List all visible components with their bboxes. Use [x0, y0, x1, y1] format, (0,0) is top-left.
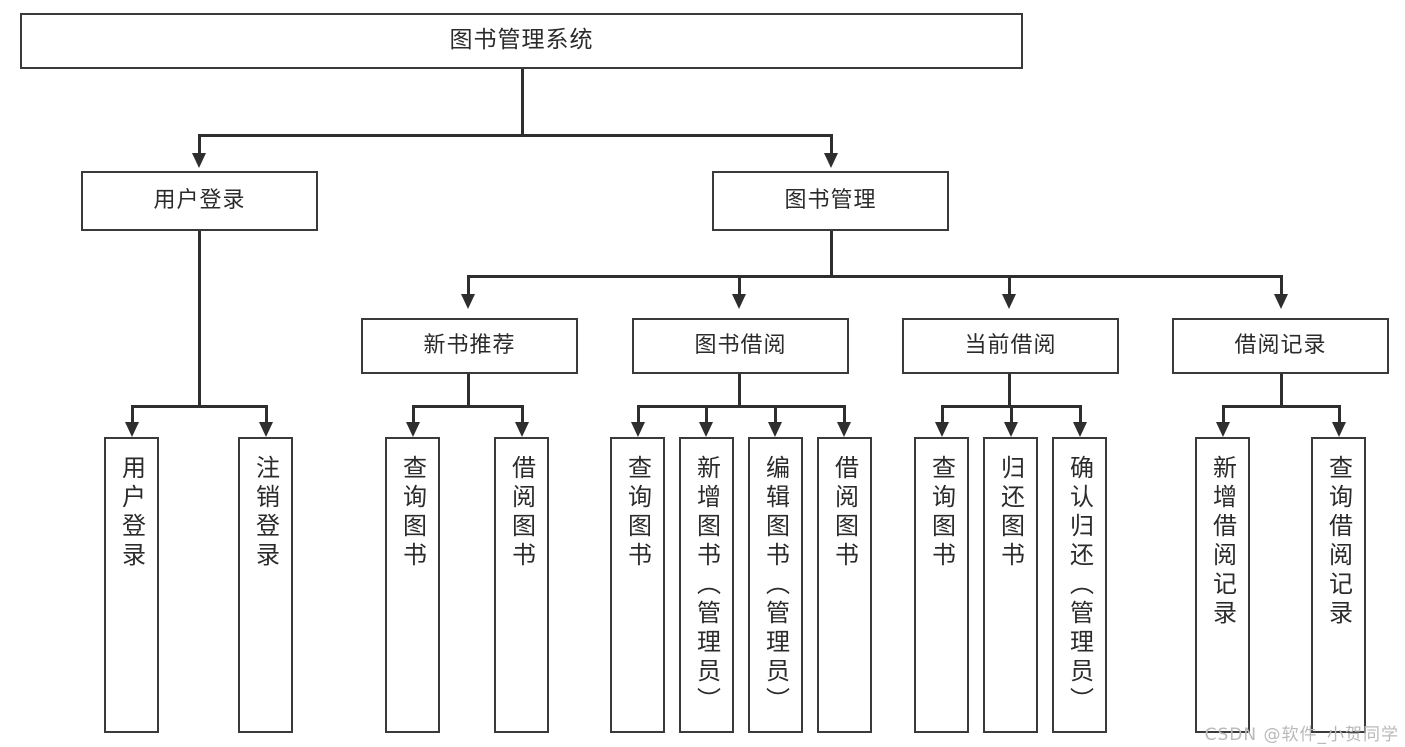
- leaf-bb-add-book-admin[interactable]: 新增图书（管理员）: [679, 437, 734, 733]
- node-label: 借阅图书: [830, 455, 859, 571]
- connector-cb-stem: [1008, 374, 1011, 405]
- connector-cb-drop-3: [1079, 405, 1082, 423]
- leaf-bb-edit-book-admin[interactable]: 编辑图书（管理员）: [748, 437, 803, 733]
- arrow-to-leaf-logout: [259, 422, 273, 437]
- node-label: 当前借阅: [964, 333, 1057, 359]
- node-new-book-recommend[interactable]: 新书推荐: [361, 318, 578, 374]
- connector-level3-drop-1: [467, 275, 470, 295]
- arrow-to-leaf-cb-2: [1004, 422, 1018, 437]
- arrow-to-leaf-cb-1: [935, 422, 949, 437]
- node-label: 查询借阅记录: [1324, 455, 1353, 629]
- node-label: 注销登录: [251, 455, 280, 571]
- leaf-br-add-record[interactable]: 新增借阅记录: [1195, 437, 1250, 733]
- node-label: 用户登录: [117, 455, 146, 571]
- connector-book-management-stem: [830, 231, 833, 275]
- arrow-to-leaf-bb-3: [768, 422, 782, 437]
- node-label: 借阅图书: [507, 455, 536, 571]
- leaf-bb-borrow-book[interactable]: 借阅图书: [817, 437, 872, 733]
- connector-level3-drop-2: [738, 275, 741, 295]
- node-label: 图书借阅: [694, 333, 787, 359]
- connector-level3-drop-3: [1008, 275, 1011, 295]
- node-label: 新书推荐: [423, 333, 516, 359]
- connector-br-drop-1: [1222, 405, 1225, 423]
- connector-cb-drop-2: [1010, 405, 1013, 423]
- leaf-logout[interactable]: 注销登录: [238, 437, 293, 733]
- connector-br-stem: [1280, 374, 1283, 405]
- node-label: 图书管理: [784, 188, 877, 214]
- node-label: 借阅记录: [1234, 333, 1327, 359]
- node-label: 新增借阅记录: [1208, 455, 1237, 629]
- connector-bb-drop-1: [637, 405, 640, 423]
- arrow-to-leaf-user-login: [125, 422, 139, 437]
- connector-level2-drop-right: [830, 134, 833, 154]
- node-label: 归还图书: [996, 455, 1025, 571]
- connector-bb-stem: [738, 374, 741, 405]
- node-user-login[interactable]: 用户登录: [81, 171, 318, 231]
- node-label: 查询图书: [927, 455, 956, 571]
- connector-level2-bus: [198, 134, 832, 137]
- connector-nbr-stem: [467, 374, 470, 405]
- connector-bb-drop-4: [843, 405, 846, 423]
- connector-user-login-drop-1: [131, 405, 134, 423]
- connector-root-stem: [521, 69, 524, 134]
- connector-user-login-drop-2: [265, 405, 268, 423]
- connector-nbr-bus: [412, 405, 523, 408]
- connector-level2-drop-left: [198, 134, 201, 154]
- node-label: 图书管理系统: [449, 27, 594, 54]
- node-label: 编辑图书（管理员）: [761, 455, 790, 716]
- leaf-user-login[interactable]: 用户登录: [104, 437, 159, 733]
- arrow-to-leaf-nbr-2: [515, 422, 529, 437]
- arrow-to-leaf-br-1: [1216, 422, 1230, 437]
- connector-br-bus: [1222, 405, 1340, 408]
- node-current-borrow[interactable]: 当前借阅: [902, 318, 1119, 374]
- leaf-nbr-borrow-book[interactable]: 借阅图书: [494, 437, 549, 733]
- arrow-to-leaf-nbr-1: [406, 422, 420, 437]
- connector-br-drop-2: [1338, 405, 1341, 423]
- leaf-cb-confirm-return-admin[interactable]: 确认归还（管理员）: [1052, 437, 1107, 733]
- arrow-to-user-login: [192, 153, 206, 168]
- node-label: 查询图书: [623, 455, 652, 571]
- connector-bb-drop-3: [774, 405, 777, 423]
- leaf-bb-query-book[interactable]: 查询图书: [610, 437, 665, 733]
- connector-user-login-bus: [131, 405, 267, 408]
- arrow-to-book-borrow: [732, 294, 746, 309]
- csdn-watermark: CSDN @软件_小贺同学: [1204, 725, 1399, 745]
- arrow-to-new-book-recommend: [461, 294, 475, 309]
- node-label: 查询图书: [398, 455, 427, 571]
- connector-bb-drop-2: [705, 405, 708, 423]
- arrow-to-leaf-bb-4: [837, 422, 851, 437]
- node-label: 新增图书（管理员）: [692, 455, 721, 716]
- node-root-book-management-system[interactable]: 图书管理系统: [20, 13, 1023, 69]
- leaf-cb-query-book[interactable]: 查询图书: [914, 437, 969, 733]
- connector-level3-drop-4: [1280, 275, 1283, 295]
- connector-bb-bus: [637, 405, 845, 408]
- node-borrow-record[interactable]: 借阅记录: [1172, 318, 1389, 374]
- node-book-management[interactable]: 图书管理: [712, 171, 949, 231]
- connector-nbr-drop-1: [412, 405, 415, 423]
- node-book-borrow[interactable]: 图书借阅: [632, 318, 849, 374]
- arrow-to-leaf-bb-1: [631, 422, 645, 437]
- leaf-nbr-query-book[interactable]: 查询图书: [385, 437, 440, 733]
- node-label: 确认归还（管理员）: [1065, 455, 1094, 716]
- connector-cb-drop-1: [941, 405, 944, 423]
- connector-level3-bus: [467, 275, 1282, 278]
- arrow-to-borrow-record: [1274, 294, 1288, 309]
- connector-user-login-stem: [198, 231, 201, 405]
- node-label: 用户登录: [153, 188, 246, 214]
- arrow-to-leaf-br-2: [1332, 422, 1346, 437]
- arrow-to-leaf-bb-2: [699, 422, 713, 437]
- leaf-br-query-record[interactable]: 查询借阅记录: [1311, 437, 1366, 733]
- leaf-cb-return-book[interactable]: 归还图书: [983, 437, 1038, 733]
- arrow-to-leaf-cb-3: [1073, 422, 1087, 437]
- connector-nbr-drop-2: [521, 405, 524, 423]
- arrow-to-current-borrow: [1002, 294, 1016, 309]
- arrow-to-book-management: [824, 153, 838, 168]
